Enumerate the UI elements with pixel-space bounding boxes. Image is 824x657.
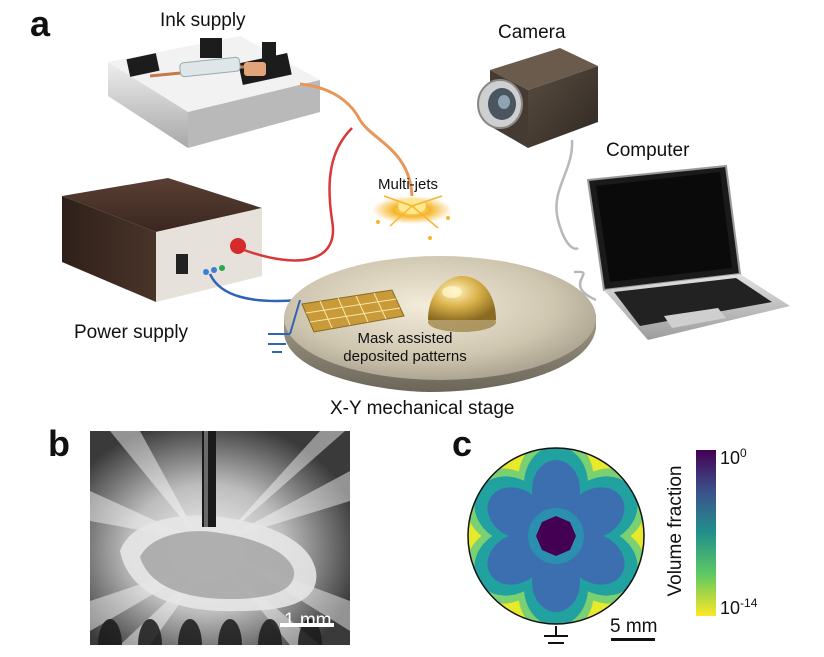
dome-pattern-icon — [428, 276, 496, 332]
high-speed-image — [90, 431, 350, 645]
colorbar-max-label: 100 — [720, 446, 747, 468]
power-supply-icon — [62, 178, 262, 302]
colorbar-title: Volume fraction — [665, 465, 686, 597]
mask-label-line2: deposited patterns — [343, 348, 467, 365]
ink-tube — [299, 82, 414, 197]
ground-icon — [268, 299, 301, 353]
power-supply-label: Power supply — [74, 322, 189, 343]
panel-c-scale-bar — [611, 638, 655, 641]
panel-c-ground-icon — [544, 626, 568, 644]
ground-wire — [208, 273, 301, 303]
panel-b-letter: b — [48, 423, 70, 464]
mask-pattern-icon — [301, 289, 405, 333]
panel-b-scale-bar — [280, 623, 334, 627]
high-voltage-wire — [243, 127, 353, 262]
camera-label: Camera — [498, 22, 566, 43]
panel-c-letter: c — [452, 423, 473, 464]
panel-c-scale-label: 5 mm — [610, 616, 658, 637]
stage-label: X-Y mechanical stage — [330, 398, 515, 419]
xy-stage-icon — [284, 256, 596, 392]
ink-supply-label: Ink supply — [160, 10, 246, 31]
simulation-flower — [467, 447, 645, 625]
stage-cable — [573, 270, 597, 302]
computer-label: Computer — [606, 140, 690, 161]
camera-cable — [555, 139, 579, 250]
colorbar — [696, 450, 716, 616]
panel-a-letter: a — [30, 3, 51, 44]
multi-jets-label: Multi-jets — [378, 176, 439, 193]
panel-b-scale-label: 1 mm — [284, 610, 332, 631]
mask-label-line1: Mask assisted — [357, 330, 453, 347]
syringe-pump-icon — [108, 36, 320, 148]
camera-icon — [477, 48, 598, 148]
colorbar-min-label: 10-14 — [720, 596, 758, 618]
laptop-icon — [586, 164, 790, 340]
multi-jets-spray-icon — [372, 195, 452, 240]
